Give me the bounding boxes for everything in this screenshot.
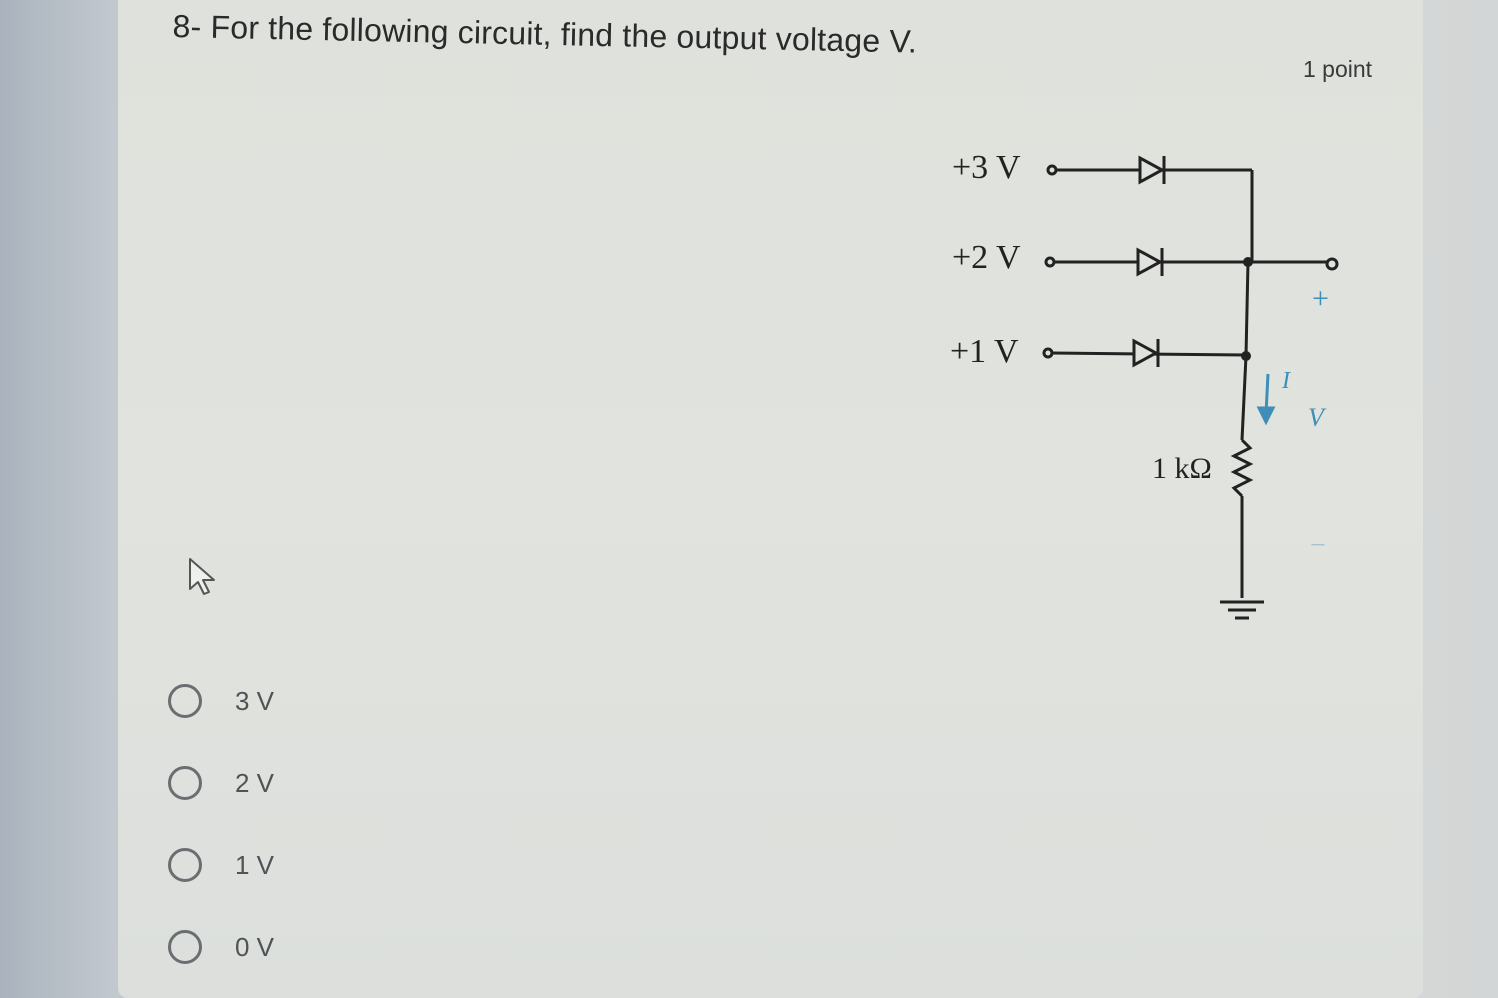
resistor-label: 1 kΩ	[1152, 452, 1212, 485]
diode-3v	[1138, 155, 1166, 185]
question-card	[118, 0, 1423, 998]
current-label: I	[1281, 368, 1291, 394]
terminal-2v	[1044, 256, 1056, 268]
output-plus-label: +	[1312, 282, 1329, 315]
radio-unchecked-icon[interactable]	[168, 684, 202, 718]
input-label-2v: +2 V	[952, 239, 1021, 276]
output-minus-label: −	[1310, 530, 1326, 561]
output-terminal	[1325, 257, 1339, 271]
option-2v[interactable]: 2 V	[168, 758, 408, 808]
radio-unchecked-icon[interactable]	[168, 930, 202, 964]
resistor-symbol	[1230, 438, 1254, 498]
terminal-1v	[1042, 347, 1054, 359]
terminal-3v	[1046, 164, 1058, 176]
ground-symbol	[1220, 600, 1264, 620]
output-voltage-label: V	[1308, 403, 1327, 432]
option-label: 0 V	[235, 931, 275, 962]
input-label-3v: +3 V	[952, 149, 1021, 186]
option-label: 2 V	[235, 767, 275, 798]
circuit-diagram: +3 V +2 V +1 V 1 kΩ I + V −	[950, 149, 1339, 620]
mouse-pointer-icon	[189, 558, 215, 595]
input-label-1v: +1 V	[950, 333, 1019, 370]
option-label: 1 V	[235, 849, 275, 880]
option-3v[interactable]: 3 V	[168, 676, 408, 726]
diode-2v	[1136, 247, 1164, 277]
radio-unchecked-icon[interactable]	[168, 766, 202, 800]
option-1v[interactable]: 1 V	[168, 840, 408, 890]
option-0v[interactable]: 0 V	[168, 922, 408, 972]
diode-1v	[1132, 338, 1160, 368]
option-label: 3 V	[235, 685, 275, 716]
points-label: 1 point	[1303, 56, 1373, 82]
radio-unchecked-icon[interactable]	[168, 848, 202, 882]
